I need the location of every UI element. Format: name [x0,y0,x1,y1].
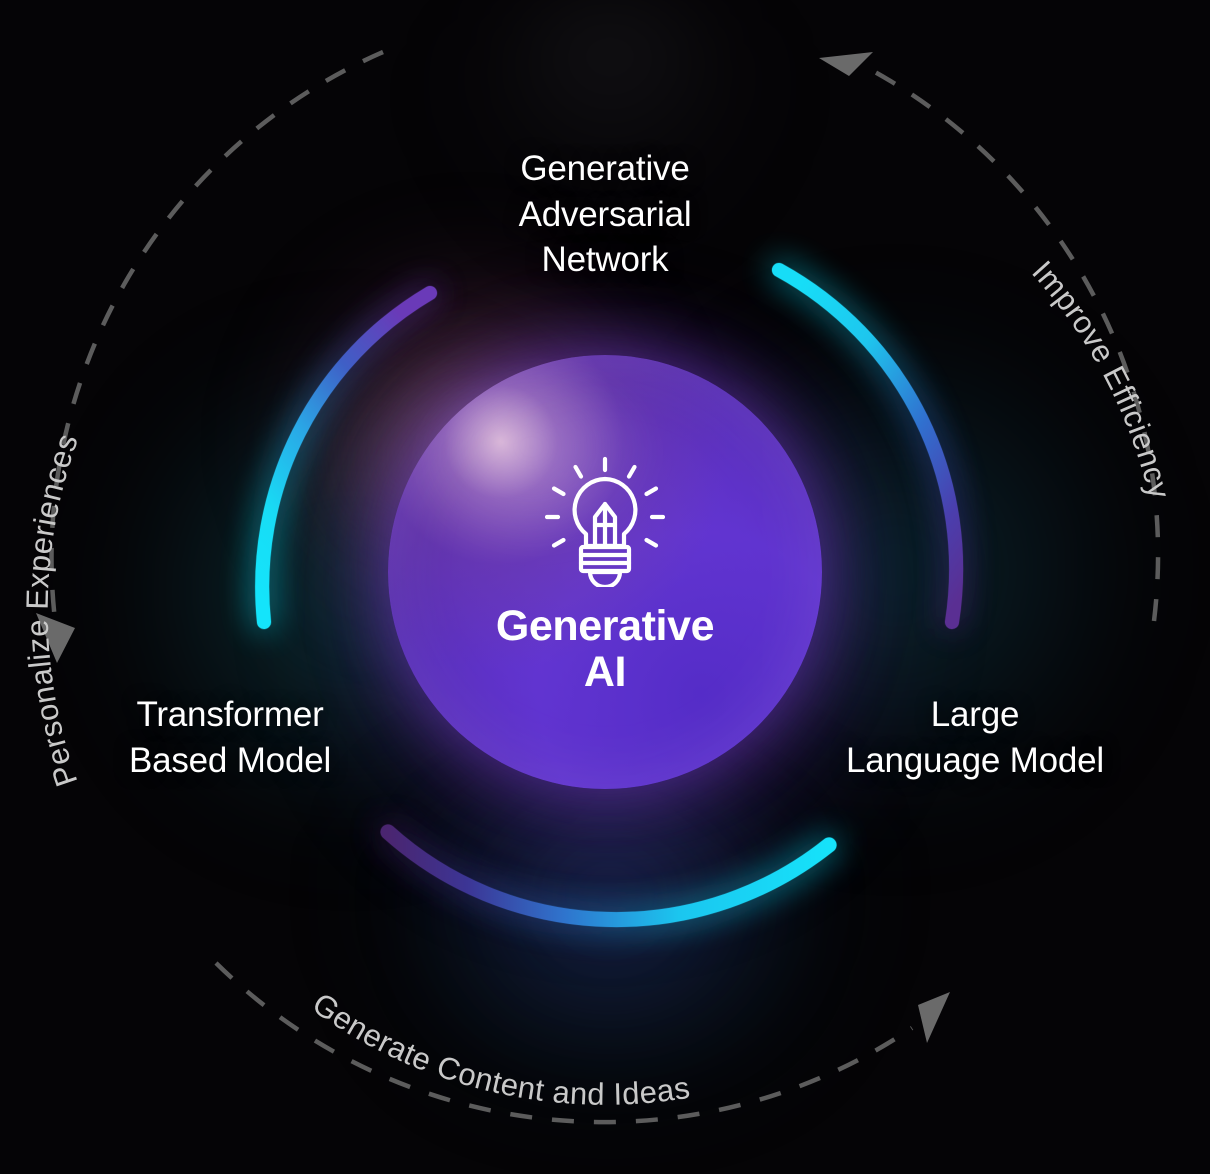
orb-title: Generative AI [495,602,715,696]
glow-arc-bottom [380,824,837,928]
node-label-large-language-model[interactable]: Large Language Model [846,695,1104,780]
glow-arc-left [254,285,438,630]
node-label-generative-adversarial-network[interactable]: Generative Adversarial Network [518,149,692,279]
lightbulb-pencil-icon [545,456,665,587]
central-orb[interactable]: Generative AI [342,309,868,835]
orb-content: Generative AI [388,355,822,789]
orb-sheen [428,379,658,549]
glow-arc-right [771,262,964,630]
node-label-transformer-based-model[interactable]: Transformer Based Model [128,695,332,780]
dashed-arc-left [36,49,384,663]
dashed-arc-bottom [214,961,950,1125]
dashed-arc-right [819,52,1161,622]
